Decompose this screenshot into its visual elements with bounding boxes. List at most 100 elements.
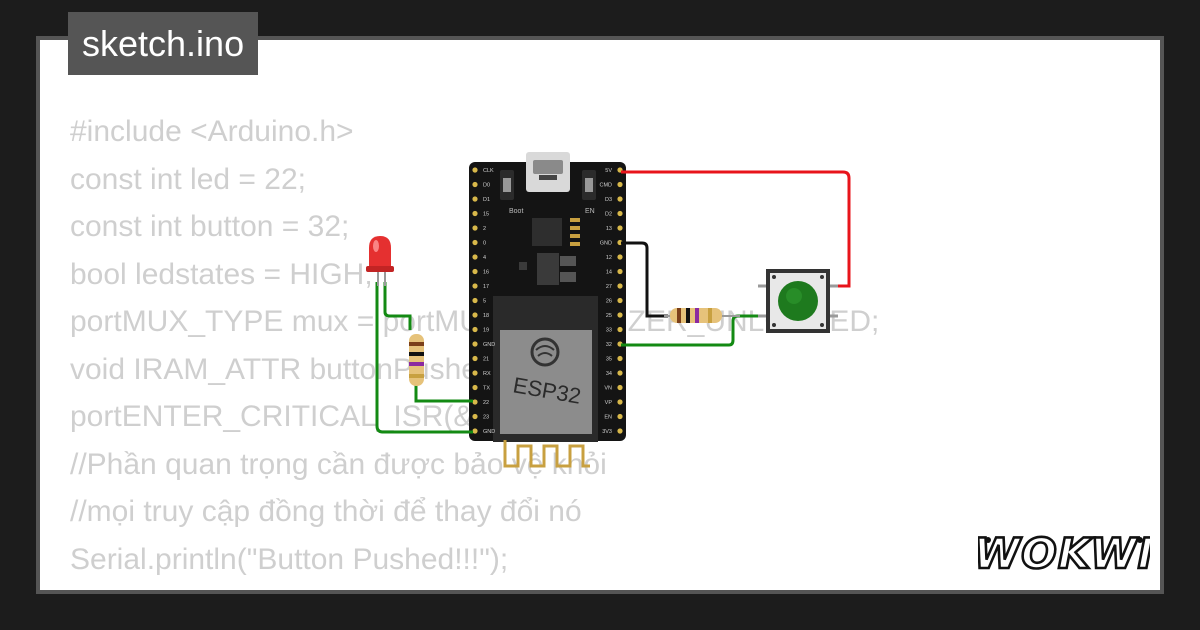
left-pin-label: 15 [483,212,489,218]
right-pin[interactable] [617,225,623,231]
left-pin-label: 16 [483,270,489,276]
resistor-button[interactable] [664,308,740,323]
code-line: #include <Arduino.h> [70,115,354,148]
right-pin-label: 26 [606,299,612,305]
right-pin-label: 3V3 [602,429,612,435]
left-pin[interactable] [472,370,478,376]
right-pin-label: 12 [606,255,612,261]
right-pin[interactable] [617,370,623,376]
left-pin[interactable] [472,283,478,289]
left-pin-label: 17 [483,284,489,290]
right-pin-label: VN [604,386,612,392]
right-pin[interactable] [617,196,623,202]
left-pin-label: D0 [483,183,490,189]
code-preview: #include <Arduino.h> const int led = 22; c… [70,108,879,590]
resistor-icon [409,334,424,386]
right-pin[interactable] [617,326,623,333]
right-pin[interactable] [617,268,623,275]
svg-text:WOKWI: WOKWI [978,529,1150,578]
wire-5v [621,170,851,288]
right-pin-label: 25 [606,313,612,319]
left-pin[interactable] [472,384,478,391]
right-pin[interactable] [617,283,623,289]
right-pin[interactable] [617,355,623,362]
code-line: portENTER_CRITICAL_ISR(&mux); [70,400,549,433]
left-pin[interactable] [472,428,478,434]
right-pin-label: VP [605,400,613,406]
code-line: const int led = 22; [70,162,306,196]
right-pin-label: CMD [599,183,612,189]
right-pin[interactable] [617,399,623,405]
right-pin[interactable] [617,297,623,304]
led-component[interactable] [366,236,394,286]
code-line: Serial.println("Button Pushed!!!"); [70,542,509,576]
left-pin-label: D1 [483,197,490,203]
right-pin[interactable] [617,384,623,391]
esp32-module [500,330,592,434]
left-pin-label: 2 [483,226,486,232]
right-pin-header: 5VCMDD3D213GND121427262533323534VNVPEN3V… [599,167,623,435]
left-pin[interactable] [472,239,478,246]
espressif-logo-icon [530,337,560,367]
code-line: bool ledstates = HIGH; [70,257,373,291]
left-pin[interactable] [472,254,478,260]
left-pin[interactable] [472,210,478,217]
left-pin-label: 4 [483,255,486,261]
left-pin-label: GND [483,342,495,348]
left-pin[interactable] [472,167,478,173]
left-pin[interactable] [472,268,478,275]
right-pin[interactable] [617,210,623,217]
wire-gnd [621,241,668,318]
code-line: //mọi truy cập đồng thời để thay đổi nó [70,495,582,528]
left-pin[interactable] [472,225,478,231]
right-pin[interactable] [617,312,623,318]
pushbutton-component[interactable] [758,269,838,333]
preview-card: #include <Arduino.h> const int led = 22; c… [36,36,1164,594]
right-pin[interactable] [617,254,623,260]
left-pin-label: 19 [483,328,489,334]
wire-gpio22 [414,384,473,403]
left-pin[interactable] [472,326,478,333]
right-pin-label: 32 [606,342,612,348]
right-pin-label: 34 [606,371,612,377]
left-pin[interactable] [472,399,478,405]
left-pin[interactable] [472,413,478,420]
right-pin-label: 33 [606,328,612,334]
left-pin[interactable] [472,312,478,318]
resistor-led[interactable] [409,334,424,386]
left-pin-label: CLK [483,168,494,174]
right-pin-label: 13 [606,226,612,232]
right-pin[interactable] [617,181,623,188]
right-pin-label: 5V [605,168,612,174]
right-pin[interactable] [617,413,623,420]
left-pin[interactable] [472,355,478,362]
wire-led-gnd [375,282,473,434]
file-tab-sketch[interactable]: sketch.ino [68,12,259,75]
left-pin-label: 0 [483,241,486,247]
right-pin-label: D3 [605,197,612,203]
left-pin-label: 5 [483,299,486,305]
left-pin-label: 23 [483,415,489,421]
left-pin-label: 21 [483,357,489,363]
en-label: EN [585,208,595,215]
esp32-board[interactable]: Boot EN ESP32 CLKD0D115204161751819GND21… [469,152,626,468]
left-pin[interactable] [472,341,478,347]
left-pin-label: 18 [483,313,489,319]
right-pin-label: 27 [606,284,612,290]
left-pin-label: TX [483,386,490,392]
led-icon [369,236,391,268]
left-pin-label: 22 [483,400,489,406]
left-pin-label: GND [483,429,495,435]
code-line: const int button = 32; [70,210,350,243]
right-pin[interactable] [617,428,623,434]
wokwi-logo: WOKWI [978,528,1150,580]
left-pin[interactable] [472,196,478,202]
antenna-icon [503,440,590,468]
boot-label: Boot [509,208,523,215]
right-pin-label: D2 [605,212,612,218]
right-pin-label: GND [600,241,612,247]
right-pin-label: EN [604,415,612,421]
left-pin[interactable] [472,181,478,188]
left-pin[interactable] [472,297,478,304]
